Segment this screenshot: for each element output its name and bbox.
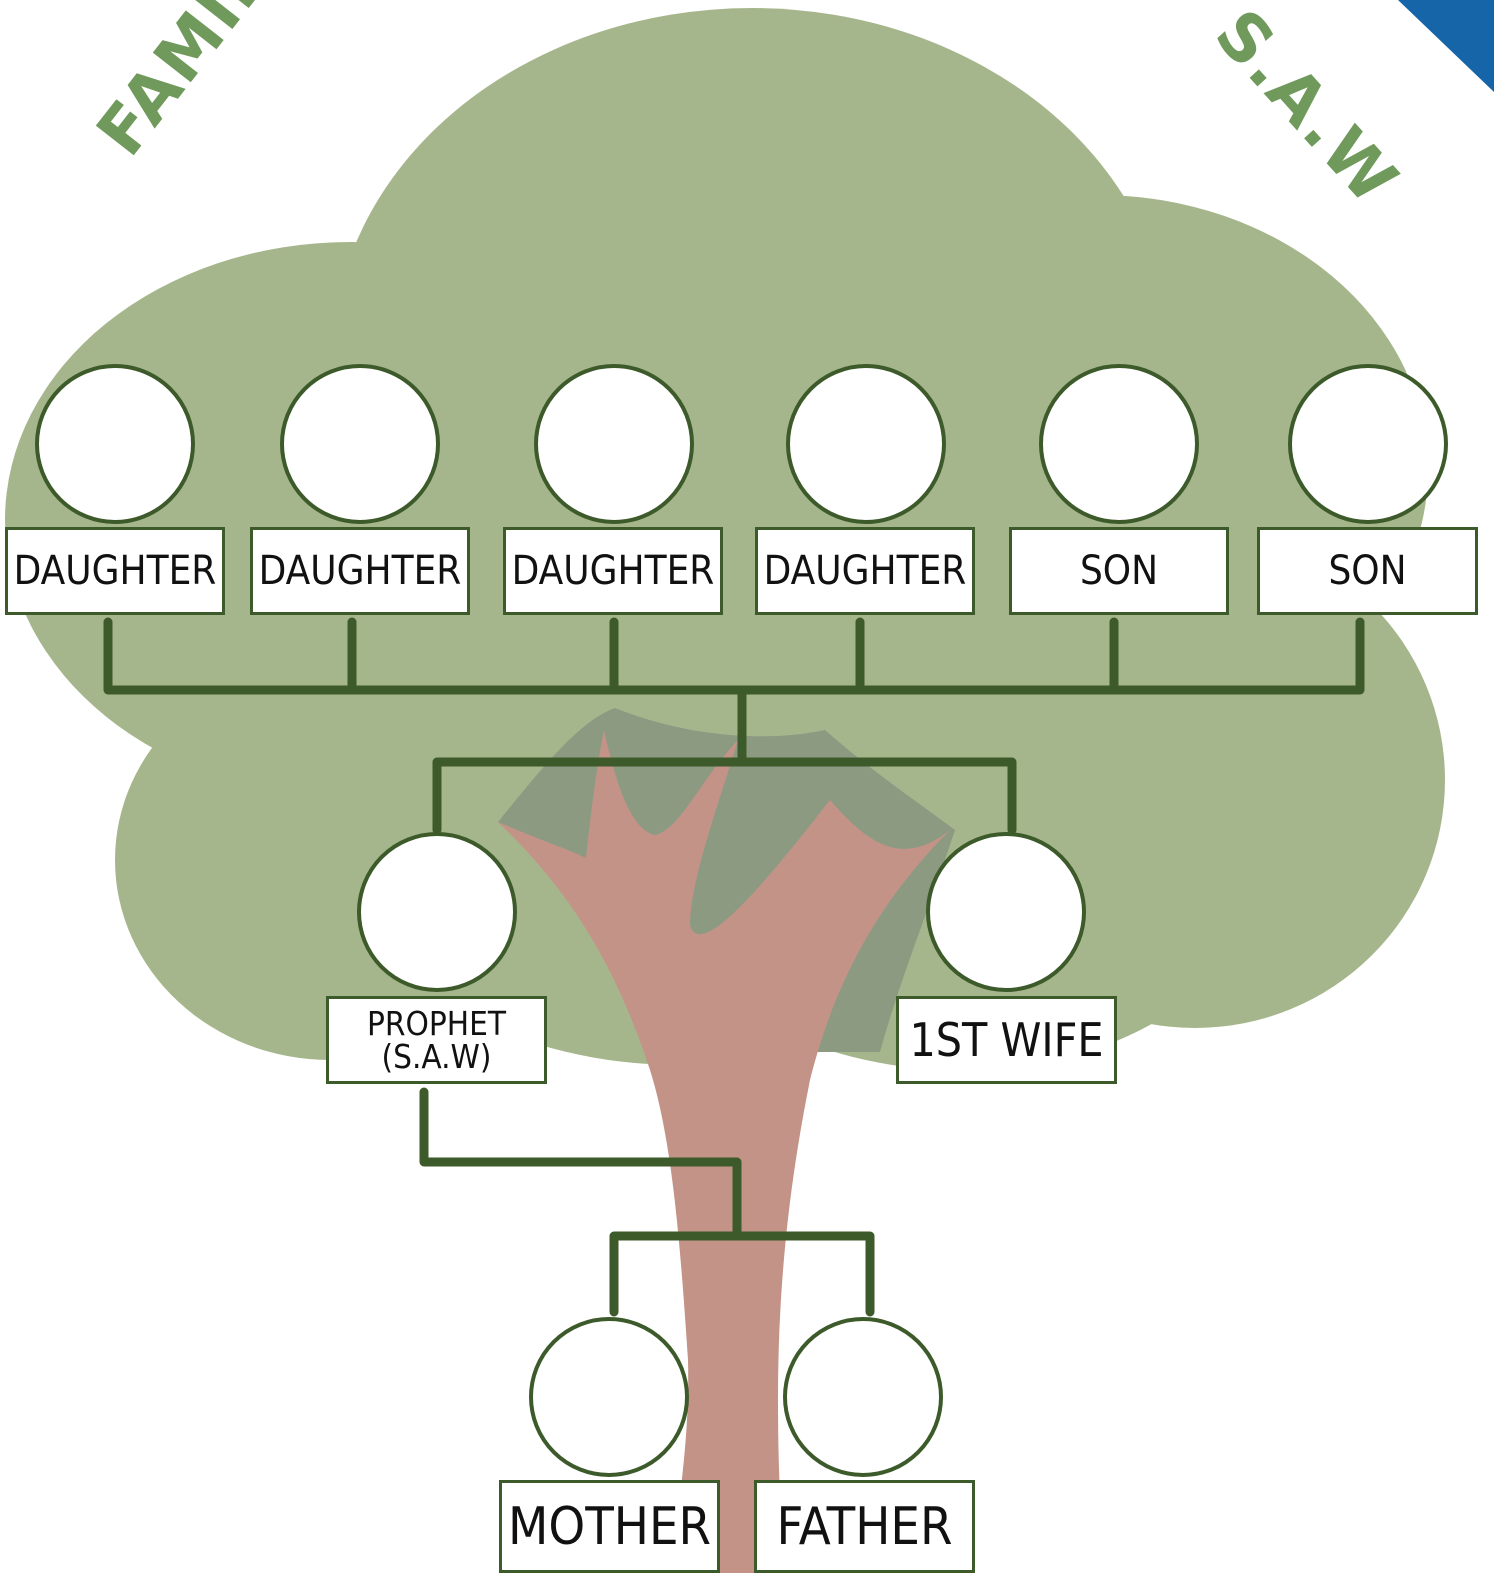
title-text-left: FAMIL (82, 0, 285, 170)
corner-accent-shape (1398, 0, 1494, 92)
label-daughter-1: DAUGHTER (5, 527, 225, 615)
photo-circle-1st-wife (926, 832, 1086, 992)
label-daughter-3: DAUGHTER (503, 527, 723, 615)
label-daughter-4: DAUGHTER (755, 527, 975, 615)
label-father: FATHER (754, 1480, 975, 1573)
label-prophet: PROPHET (S.A.W) (326, 996, 547, 1084)
tree-trunk (498, 730, 950, 1573)
label-1st-wife: 1ST WIFE (896, 996, 1117, 1084)
connector-lines (103, 617, 1365, 1317)
photo-circle-father (783, 1317, 943, 1477)
label-son-2: SON (1257, 527, 1478, 615)
photo-circle-son-1 (1039, 364, 1199, 524)
photo-circle-daughter-3 (534, 364, 694, 524)
photo-circle-daughter-4 (786, 364, 946, 524)
photo-circle-daughter-2 (280, 364, 440, 524)
label-son-1: SON (1009, 527, 1229, 615)
title-text-right: S.A.W (1200, 0, 1413, 220)
label-mother: MOTHER (499, 1480, 720, 1573)
photo-circle-mother (529, 1317, 689, 1477)
photo-circle-daughter-1 (35, 364, 195, 524)
photo-circle-son-2 (1288, 364, 1448, 524)
label-daughter-2: DAUGHTER (250, 527, 470, 615)
photo-circle-prophet (357, 832, 517, 992)
